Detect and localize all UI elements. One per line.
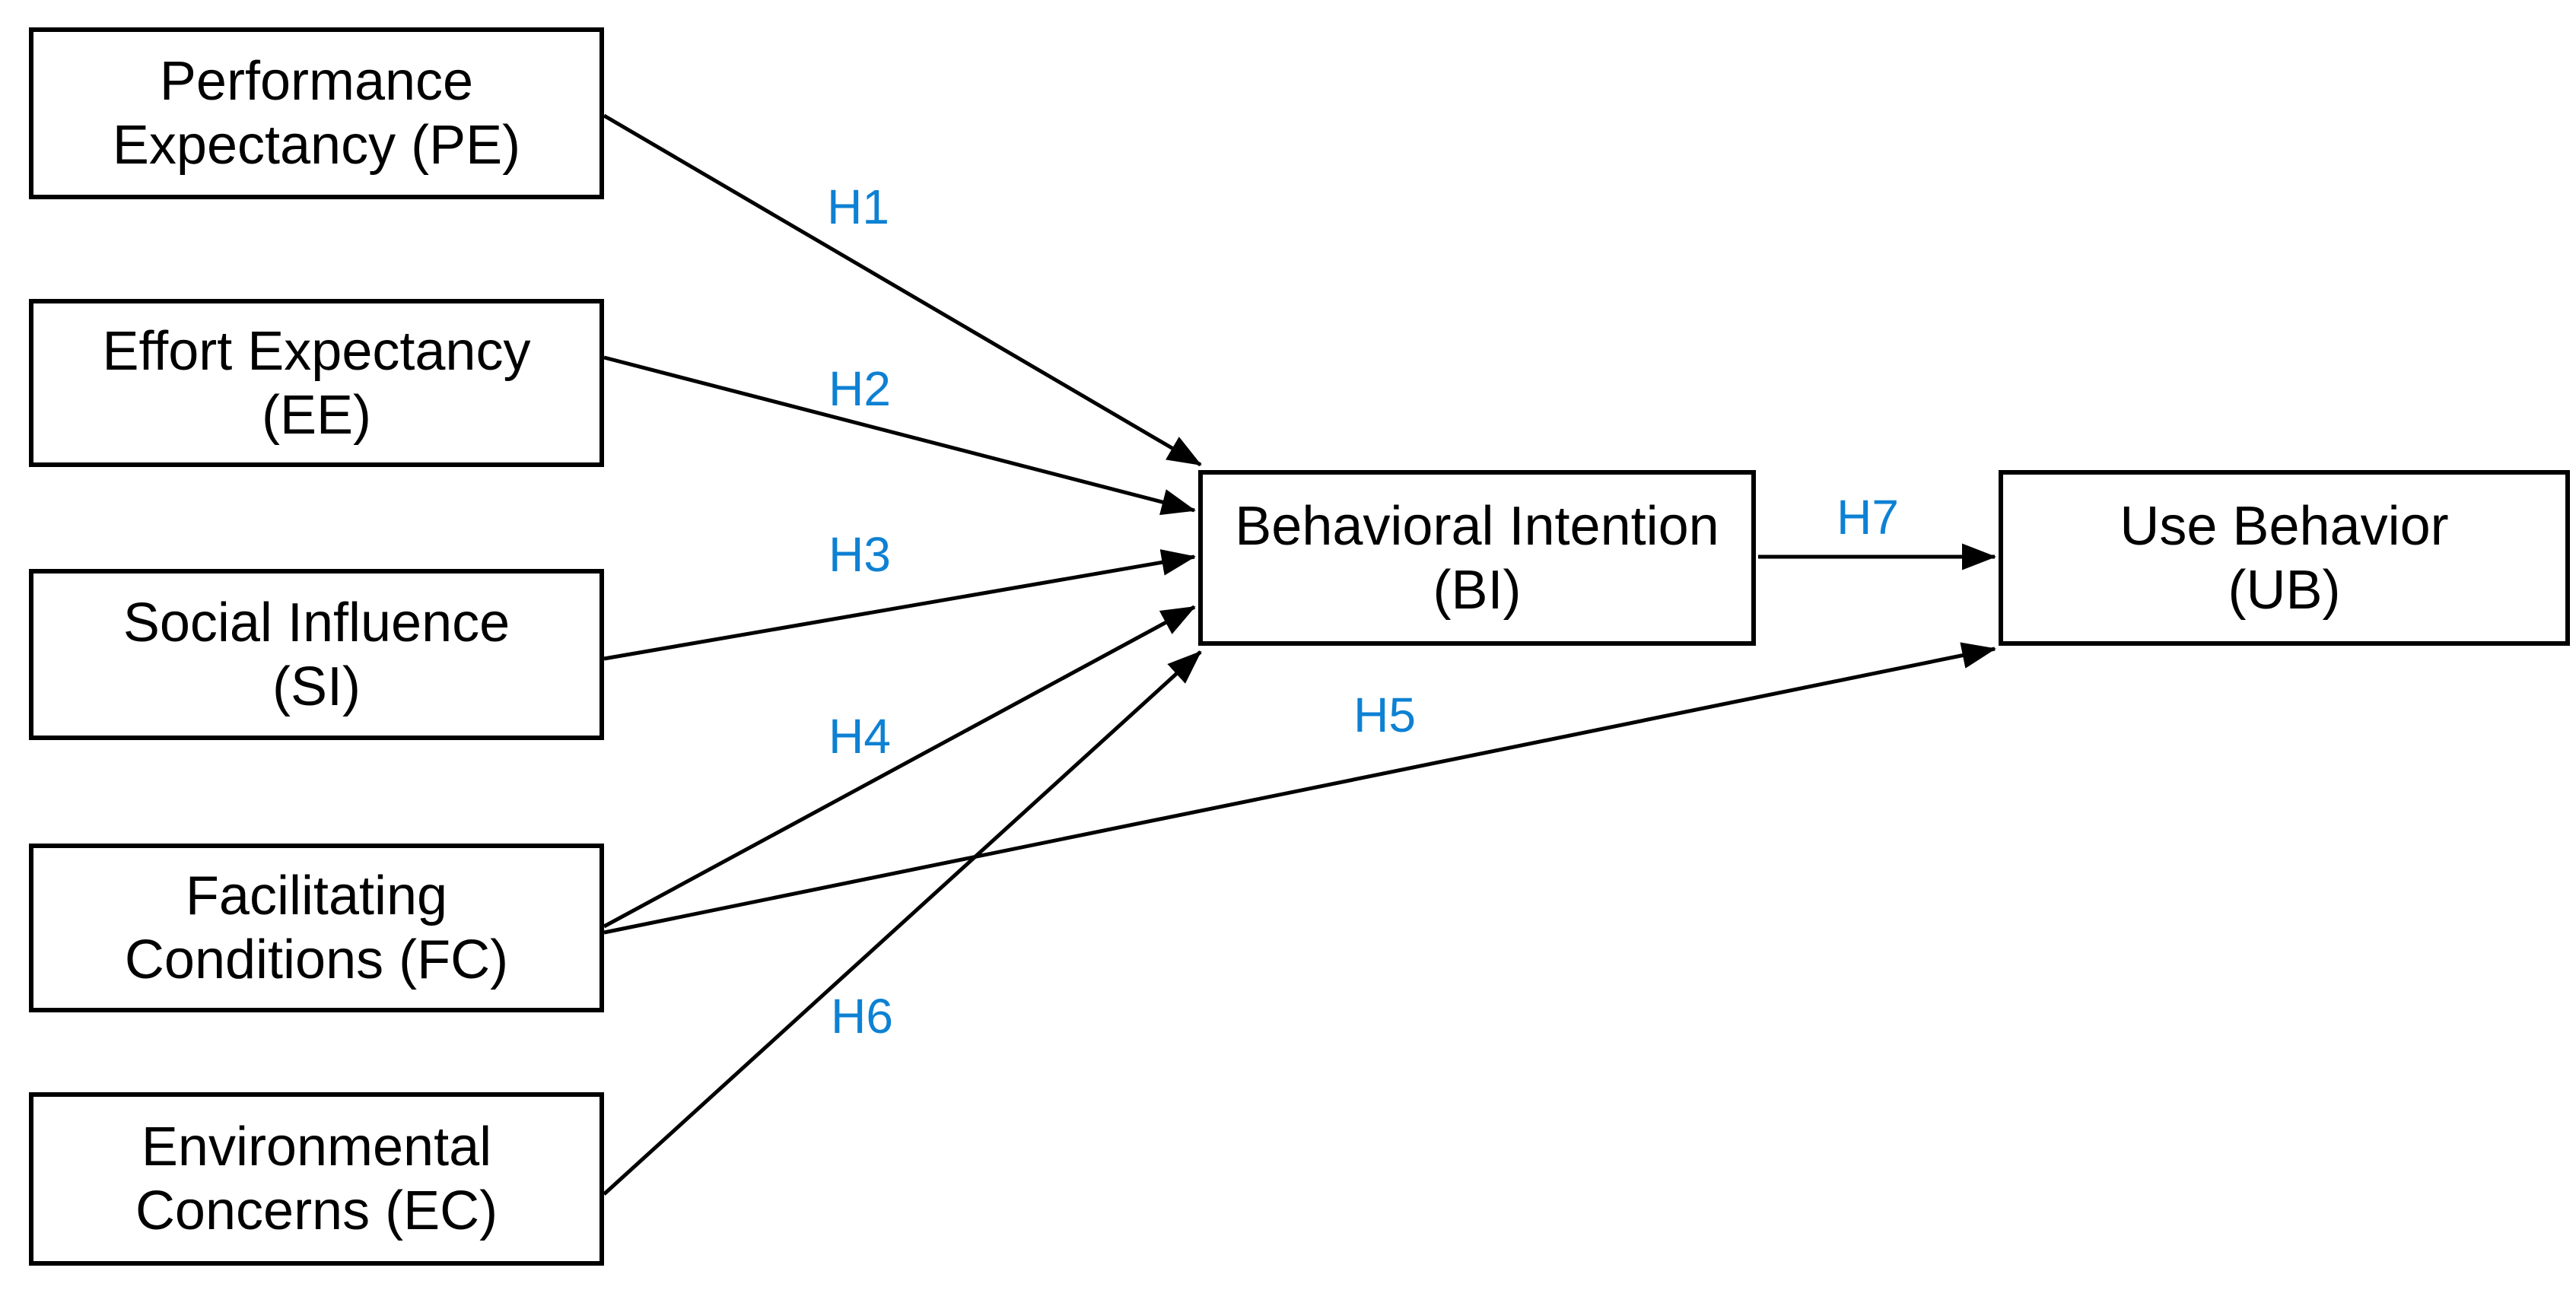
node-behavioral-intention: Behavioral Intention (BI) xyxy=(1198,470,1756,646)
node-label-line: (UB) xyxy=(2228,559,2341,621)
node-environmental-concerns: Environmental Concerns (EC) xyxy=(29,1092,604,1266)
node-facilitating-conditions: Facilitating Conditions (FC) xyxy=(29,844,604,1012)
node-label-line: Effort Expectancy xyxy=(102,320,531,382)
node-label-line: Concerns (EC) xyxy=(135,1180,498,1241)
arrow-h2-ee-to-bi xyxy=(603,355,1196,516)
node-label-line: Environmental xyxy=(141,1117,492,1177)
hypothesis-label-h3: H3 xyxy=(828,527,891,582)
node-label-line: Use Behavior xyxy=(2120,495,2449,557)
arrow-h4-fc-to-bi xyxy=(603,605,1196,929)
node-label-line: Facilitating xyxy=(185,866,448,926)
arrow-h1-pe-to-bi xyxy=(603,113,1202,467)
hypothesis-label-h5: H5 xyxy=(1353,688,1416,742)
node-effort-expectancy: Effort Expectancy (EE) xyxy=(29,299,604,467)
node-label-line: (SI) xyxy=(272,656,361,717)
hypothesis-label-h2: H2 xyxy=(828,361,891,416)
arrow-h6-ec-to-bi xyxy=(603,650,1202,1196)
node-label-line: Behavioral Intention xyxy=(1235,495,1719,557)
node-label-line: (EE) xyxy=(262,384,371,446)
hypothesis-label-h6: H6 xyxy=(831,989,893,1044)
hypothesis-label-h1: H1 xyxy=(827,180,889,234)
arrow-h3-si-to-bi xyxy=(603,549,1196,661)
node-label-line: (BI) xyxy=(1433,559,1522,621)
node-label-line: Conditions (FC) xyxy=(124,929,509,990)
hypothesis-label-h4: H4 xyxy=(828,709,891,764)
node-use-behavior: Use Behavior (UB) xyxy=(1999,470,2570,646)
node-label-line: Performance xyxy=(159,51,474,112)
arrow-h5-fc-to-ub xyxy=(603,642,1996,935)
hypothesis-label-h7: H7 xyxy=(1837,490,1899,545)
node-label-line: Social Influence xyxy=(122,592,510,653)
node-label-line: Expectancy (PE) xyxy=(112,115,521,176)
node-social-influence: Social Influence (SI) xyxy=(29,569,604,740)
node-performance-expectancy: Performance Expectancy (PE) xyxy=(29,27,604,199)
